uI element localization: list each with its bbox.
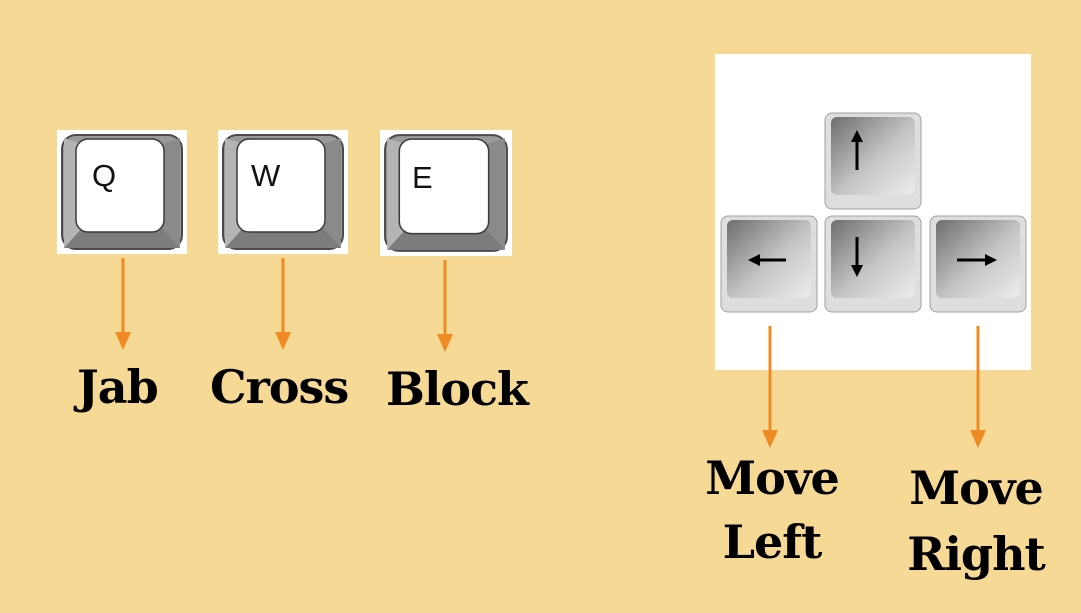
down-arrow-key [824, 215, 922, 313]
move-right-label: Move Right [896, 465, 1056, 577]
cross-arrow [275, 258, 291, 350]
w-keycap: W [218, 130, 348, 254]
arrow-keys-panel [715, 54, 1031, 370]
arrow-left-icon [720, 215, 818, 313]
move-left-label: Move Left [692, 455, 852, 565]
move-right-line2: Right [907, 527, 1046, 581]
e-keycap-graphic [384, 134, 508, 252]
move-left-line2: Left [722, 515, 823, 569]
block-arrow [437, 260, 453, 352]
q-keycap: Q [57, 130, 187, 254]
arrow-right-icon [929, 215, 1027, 313]
right-arrow-key [929, 215, 1027, 313]
up-arrow-key [824, 112, 922, 210]
q-key-letter: Q [92, 158, 117, 193]
w-keycap-graphic [222, 134, 344, 250]
cross-label: Cross [210, 360, 349, 414]
q-keycap-graphic [61, 134, 183, 250]
e-key-letter: E [412, 160, 433, 195]
move-right-line1: Move [909, 461, 1044, 515]
jab-arrow [115, 258, 131, 350]
move-left-arrow [762, 326, 778, 448]
jab-label: Jab [77, 360, 159, 414]
move-right-arrow [970, 326, 986, 448]
block-label: Block [386, 362, 529, 416]
w-key-letter: W [251, 158, 281, 193]
move-left-line1: Move [705, 451, 840, 505]
left-arrow-key [720, 215, 818, 313]
arrow-up-icon [824, 112, 922, 210]
e-keycap: E [380, 130, 512, 256]
arrow-down-icon [824, 215, 922, 313]
